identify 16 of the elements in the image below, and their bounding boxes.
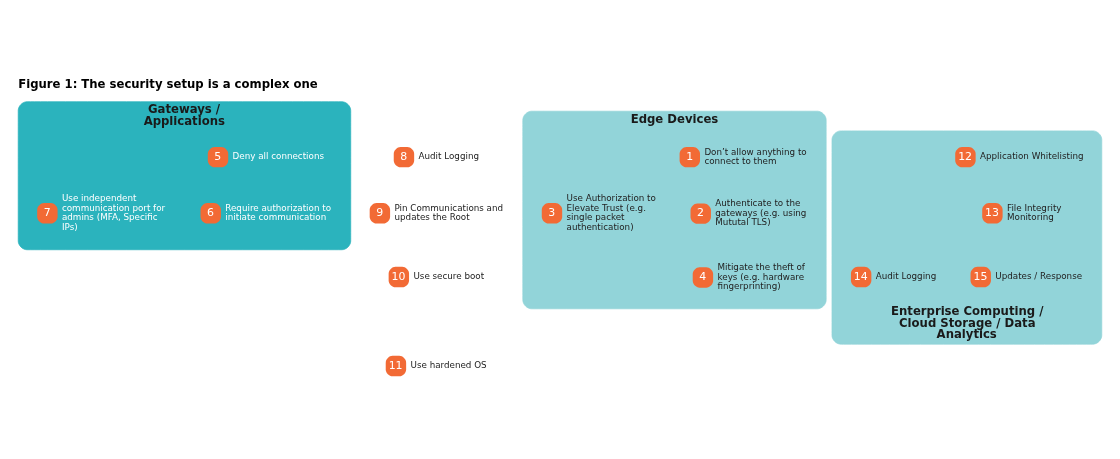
node-label: Mitigate the theft of keys (e.g. hardware fingerprinting) (717, 262, 805, 292)
node-label: Audit Logging (875, 271, 937, 282)
node-label: Deny all connections (232, 151, 324, 162)
node-label: Application Whitelisting (980, 151, 1084, 162)
node-label: File Integrity Monitoring (1006, 202, 1062, 223)
node-label: Use secure boot (413, 271, 485, 282)
node-label: Audit Logging (418, 151, 479, 162)
node-label: Use Authorization to Elevate Trust (e.g. single packet authentication) (566, 193, 656, 232)
diagram-title: Figure 1: The security setup is a complex one (18, 77, 318, 92)
node-label: Use hardened OS (410, 360, 487, 371)
node-label: Don’t allow anything to connect to them (704, 146, 807, 167)
node-label: Use independent communication port for admins (MFA, Specific IPs) (61, 193, 166, 232)
node-label: Pin Communications and updates the Root (394, 202, 504, 223)
node-label: Updates / Response (995, 271, 1083, 282)
node-label: Authenticate to the gateways (e.g. using Mututal TLS) (715, 198, 807, 228)
node-label: Require authorization to initiate communication (225, 202, 332, 223)
